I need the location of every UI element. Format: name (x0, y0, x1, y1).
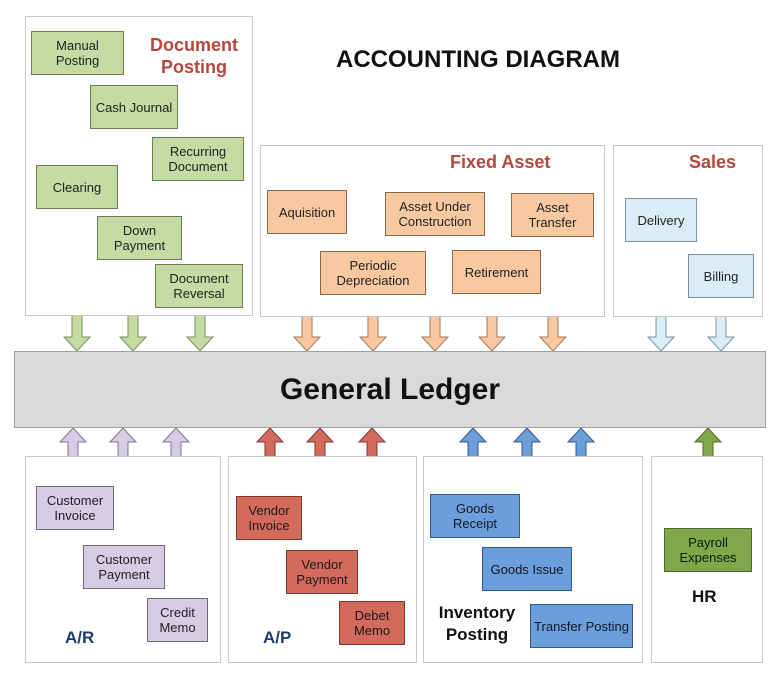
sales-title: Sales (689, 152, 737, 172)
down-payment-box: Down Payment (97, 216, 182, 260)
ap-title: A/P (263, 628, 292, 647)
customer-invoice-box: Customer Invoice (36, 486, 114, 530)
ar-title: A/R (65, 628, 95, 647)
asset-under-construction-box: Asset Under Construction (385, 192, 485, 236)
goods-receipt-box: Goods Receipt (430, 494, 520, 538)
cash-journal-box: Cash Journal (90, 85, 178, 129)
general-ledger-bar: General Ledger (14, 351, 766, 428)
delivery-box: Delivery (625, 198, 697, 242)
transfer-posting-box: Transfer Posting (530, 604, 633, 648)
clearing-box: Clearing (36, 165, 118, 209)
inventory-posting-title-line1: Inventory (438, 603, 516, 622)
payroll-expenses-box: Payroll Expenses (664, 528, 752, 572)
diagram-title: ACCOUNTING DIAGRAM (336, 46, 620, 73)
inventory-posting-title-line2: Posting (445, 625, 509, 644)
hr-title: HR (692, 587, 717, 606)
document-posting-title-line1: Document (149, 35, 238, 55)
vendor-payment-box: Vendor Payment (286, 550, 358, 594)
debet-memo-box: Debet Memo (339, 601, 405, 645)
vendor-invoice-box: Vendor Invoice (236, 496, 302, 540)
inventory-posting-title: Inventory Posting (428, 602, 526, 646)
goods-issue-box: Goods Issue (482, 547, 572, 591)
fixed-asset-title: Fixed Asset (450, 152, 551, 172)
credit-memo-box: Credit Memo (147, 598, 208, 642)
manual-posting-box: Manual Posting (31, 31, 124, 75)
document-reversal-box: Document Reversal (155, 264, 243, 308)
asset-transfer-box: Asset Transfer (511, 193, 594, 237)
periodic-depreciation-box: Periodic Depreciation (320, 251, 426, 295)
retirement-box: Retirement (452, 250, 541, 294)
document-posting-title: Document Posting (142, 34, 246, 78)
customer-payment-box: Customer Payment (83, 545, 165, 589)
recurring-document-box: Recurring Document (152, 137, 244, 181)
aquisition-box: Aquisition (267, 190, 347, 234)
billing-box: Billing (688, 254, 754, 298)
document-posting-title-line2: Posting (161, 57, 227, 77)
